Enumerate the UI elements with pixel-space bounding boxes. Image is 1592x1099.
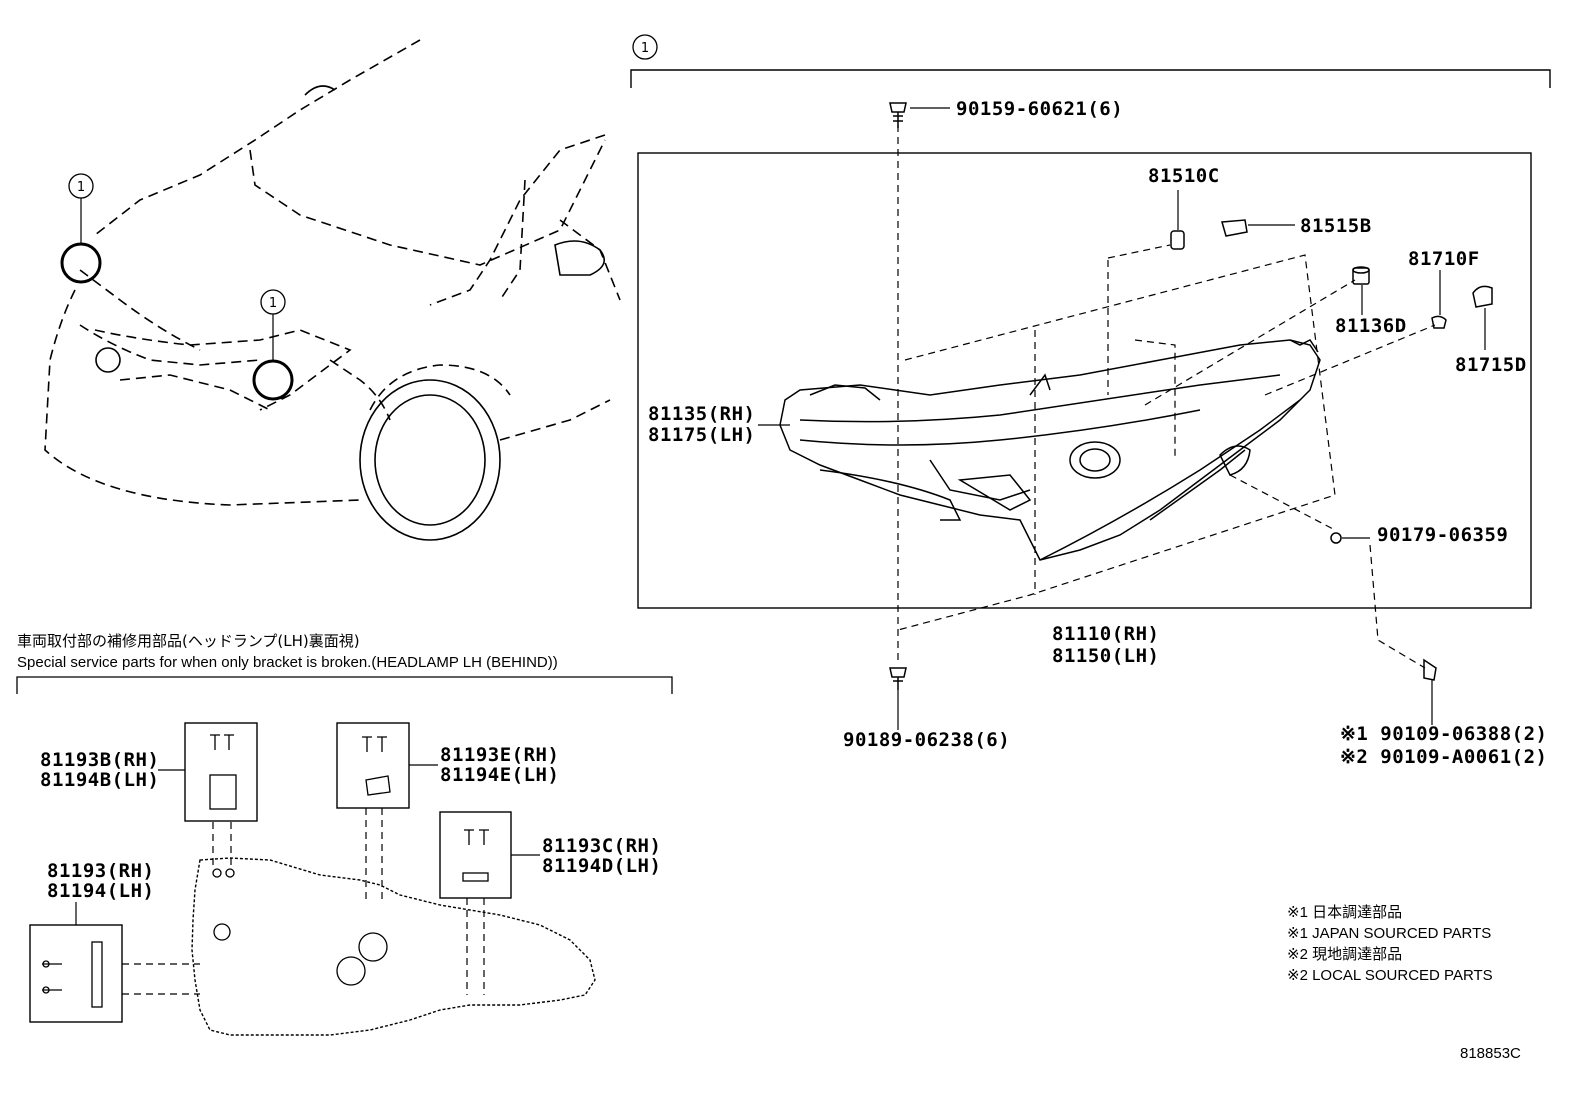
screw-top-icon (889, 102, 907, 128)
label-kit-e-rh: 81193E(RH) (440, 744, 559, 766)
headlamp-box (637, 152, 1532, 609)
label-lens-lh: 81175(LH) (648, 424, 755, 446)
kit-callout-leaders (75, 764, 540, 925)
vehicle-marker-1: 1 (68, 173, 94, 199)
label-81515b: 81515B (1300, 215, 1372, 237)
label-kit-rh: 81193(RH) (47, 860, 154, 882)
bolt-90109-icon (1423, 658, 1437, 681)
headlamp-back-holes (212, 868, 388, 986)
headlamp-back-body (191, 857, 596, 1036)
label-headlamp-rh: 81110(RH) (1052, 623, 1159, 645)
label-81710f: 81710F (1408, 248, 1480, 270)
label-81136d: 81136D (1335, 315, 1407, 337)
bracket-section-title-jp: 車両取付部の補修用部品(ヘッドランプ(LH)裏面視) (17, 632, 360, 650)
marker-number: 1 (269, 296, 277, 311)
label-lens-rh: 81135(RH) (648, 403, 755, 425)
leader-lines (897, 125, 1436, 669)
label-bolt-japan: ※1 90109-06388(2) (1340, 723, 1547, 745)
marker-number: 1 (77, 180, 85, 195)
bracket-section-bracket (16, 676, 673, 694)
label-kit-e-lh: 81194E(LH) (440, 764, 559, 786)
label-screw-top: 90159-60621(6) (956, 98, 1123, 120)
label-kit-lh: 81194(LH) (47, 880, 154, 902)
bracket-leaders (122, 808, 485, 995)
socket-81136d-icon (1352, 266, 1370, 285)
label-kit-c-rh: 81193C(RH) (542, 835, 661, 857)
legend-line-4: ※2 LOCAL SOURCED PARTS (1287, 967, 1493, 984)
socket-81715d-icon (1472, 285, 1493, 308)
label-headlamp-lh: 81150(LH) (1052, 645, 1159, 667)
bulb-socket-81510c-icon (1170, 230, 1185, 250)
label-screw-bottom: 90189-06238(6) (843, 729, 1010, 751)
bracket-kit-parts (42, 734, 489, 1008)
vehicle-marker-2: 1 (260, 289, 286, 315)
screw-bottom-icon (889, 667, 907, 690)
label-81510c: 81510C (1148, 165, 1220, 187)
label-kit-b-rh: 81193B(RH) (40, 749, 159, 771)
label-bolt-local: ※2 90109-A0061(2) (1340, 746, 1547, 768)
legend-line-3: ※2 現地調達部品 (1287, 946, 1402, 963)
legend-line-2: ※1 JAPAN SOURCED PARTS (1287, 925, 1491, 942)
bracket-section-title-en: Special service parts for when only brac… (17, 654, 558, 671)
diagram-code: 818853C (1460, 1045, 1521, 1062)
group-marker-number: 1 (641, 41, 649, 56)
nut-90179-icon (1330, 532, 1342, 544)
assembly-group-bracket (630, 34, 1551, 88)
label-kit-d-lh: 81194D(LH) (542, 855, 661, 877)
label-kit-b-lh: 81194B(LH) (40, 769, 159, 791)
headlamp-body (779, 339, 1321, 561)
bulb-81710f-icon (1431, 315, 1447, 329)
label-nut-90179: 90179-06359 (1377, 524, 1508, 546)
bulb-81515b-icon (1221, 219, 1248, 237)
legend-line-1: ※1 日本調達部品 (1287, 904, 1402, 921)
vehicle-sketch (44, 39, 621, 541)
label-81715d: 81715D (1455, 354, 1527, 376)
callout-leaders (758, 107, 1486, 730)
